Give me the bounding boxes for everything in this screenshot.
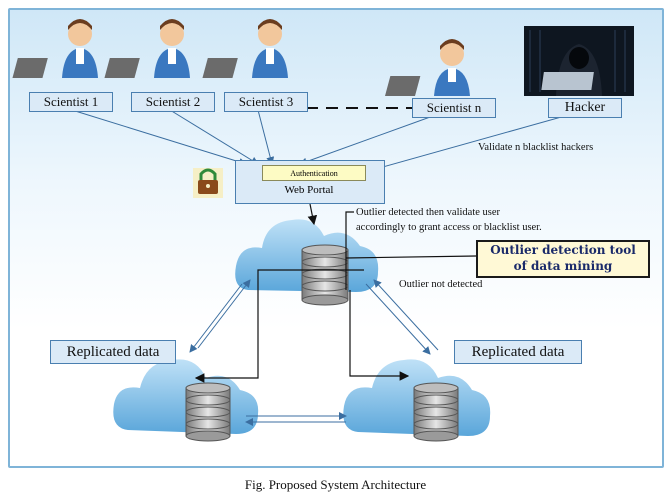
validate-text: Validate n blacklist hackers (478, 142, 594, 153)
scientist-2-figure (104, 19, 190, 78)
scientist-3-label: Scientist 3 (224, 92, 308, 112)
outlier-detected-text-1: Outlier detected then validate user (356, 207, 501, 218)
left-database (185, 382, 231, 442)
portal-to-cloud-arrow (307, 203, 318, 226)
tool-connector (345, 255, 477, 259)
replicated-data-right: Replicated data (454, 340, 582, 364)
scientist-n-figure (384, 39, 470, 96)
scientist-3-figure (202, 19, 288, 78)
outlier-tool-box: Outlier detection tool of data mining (476, 240, 650, 278)
replicated-data-left: Replicated data (50, 340, 176, 364)
scientist-n-label: Scientist n (412, 98, 496, 118)
outlier-detected-text-2: accordingly to grant access or blacklist… (356, 222, 542, 233)
authentication-label: Authentication (262, 165, 366, 181)
feedback-arrow (345, 211, 354, 290)
central-database (301, 244, 349, 306)
scientist-2-label: Scientist 2 (131, 92, 215, 112)
tool-line-1: Outlier detection tool (490, 243, 636, 257)
user-to-portal-arrows (71, 109, 573, 172)
tool-line-2: of data mining (513, 259, 613, 273)
not-detected-text: Outlier not detected (399, 279, 483, 290)
hacker-image (524, 26, 634, 96)
scientist-1-label: Scientist 1 (29, 92, 113, 112)
web-portal-label: Web Portal (284, 184, 334, 196)
path-to-left-cloud (194, 269, 364, 383)
path-to-right-cloud (349, 290, 410, 381)
hacker-label: Hacker (548, 98, 622, 118)
replication-arrows (189, 279, 439, 426)
figure-caption: Fig. Proposed System Architecture (244, 477, 427, 492)
right-database (413, 382, 459, 442)
lock-icon (193, 168, 223, 198)
scientist-1-figure (12, 19, 98, 78)
